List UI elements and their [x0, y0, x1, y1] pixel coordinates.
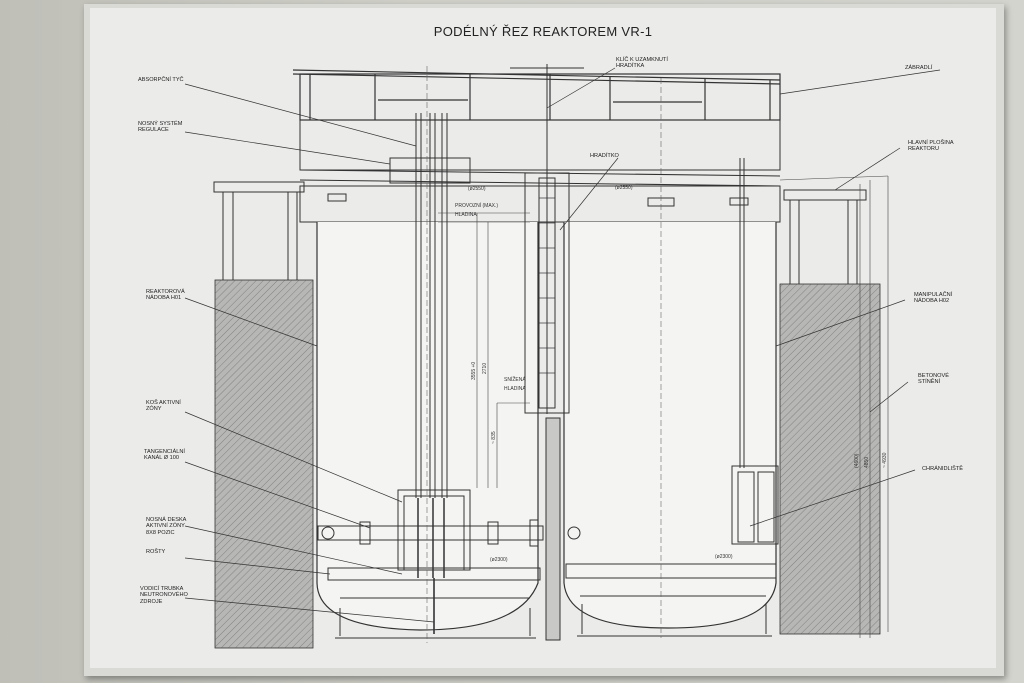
support-grids	[327, 563, 777, 639]
storage-rack	[731, 158, 779, 545]
dim-4930: ~ 4930	[882, 452, 888, 468]
label-railing: ZÁBRADLÍ	[905, 65, 933, 71]
dim-snizena-1: SNÍŽENÁ	[504, 375, 526, 383]
dim-2300-right: (ø2300)	[715, 554, 733, 560]
dim-4600: (4600)	[854, 453, 860, 468]
leader-lines	[184, 67, 941, 623]
dim-hladina-max: PROVOZNÍ (MAX.)	[455, 202, 498, 209]
label-gate: HRADÍTKO	[590, 153, 619, 159]
dim-835: ~ 835	[491, 431, 497, 444]
dim-2710: 2710	[482, 363, 488, 374]
poster-title: PODÉLNÝ ŘEZ REAKTOREM VR-1	[433, 24, 653, 39]
side-platform-right	[783, 189, 867, 284]
reactor-drawing: (ø2550) (ø2550) (ø2300) (ø2300) PROVOZNÍ…	[184, 64, 941, 649]
dimension-lines	[438, 175, 889, 638]
gate-channel	[510, 64, 584, 641]
tangential-channel	[317, 519, 581, 547]
railing	[292, 69, 781, 121]
dim-2550-left: (ø2550)	[468, 186, 486, 192]
dim-2300-left: (ø2300)	[490, 557, 508, 563]
reactor-vessel-h01	[316, 222, 539, 631]
main-deck	[299, 119, 781, 223]
absorber-rods	[389, 113, 471, 578]
dim-3555: 3555 +0	[471, 362, 477, 380]
manipulation-vessel-h02	[563, 222, 777, 629]
dim-hladina: HLADINA	[455, 212, 477, 218]
side-platform-left	[213, 181, 305, 280]
label-absorber-rod: ABSORPČNÍ TYČ	[138, 77, 184, 83]
dim-2550-right: (ø2550)	[615, 185, 633, 191]
dim-snizena-2: HLADINA	[504, 386, 526, 392]
dim-4850: 4850	[864, 457, 870, 468]
label-grids: ROŠTY	[146, 549, 166, 555]
reactor-section-poster: PODÉLNÝ ŘEZ REAKTOREM VR-1	[90, 8, 996, 668]
label-storage: CHRÁNIDLIŠTĚ	[922, 466, 964, 472]
core-basket	[397, 489, 471, 571]
